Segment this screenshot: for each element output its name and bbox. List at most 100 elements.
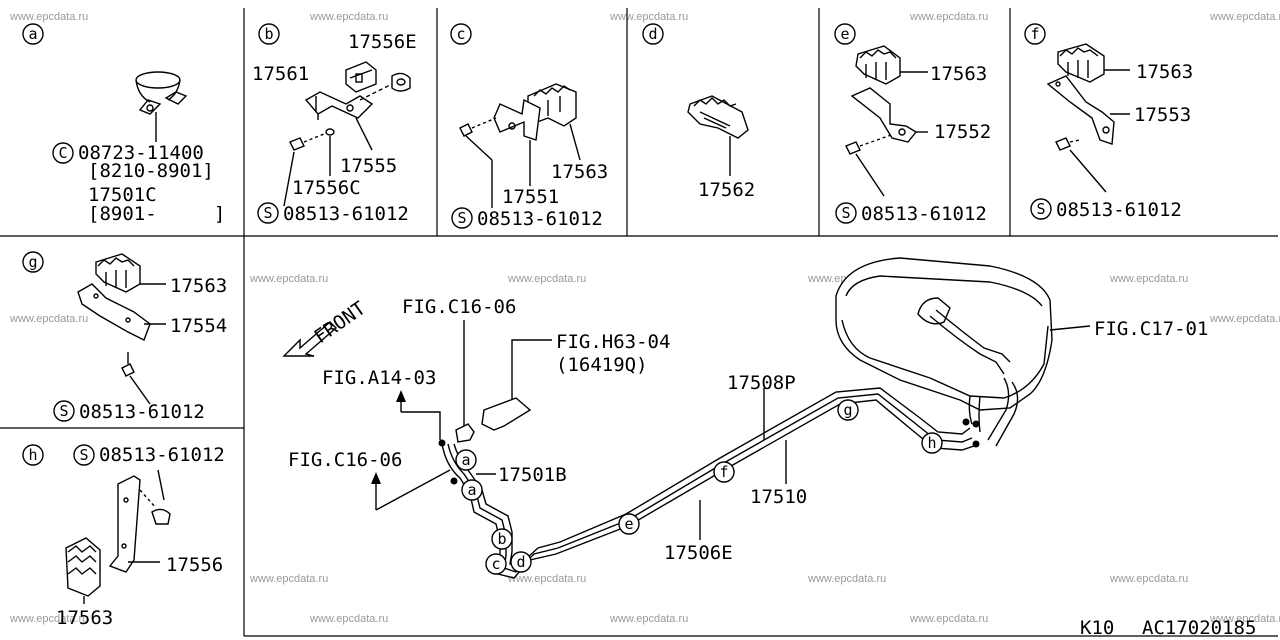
panel-d-label: d	[648, 25, 657, 43]
part-number: 17508P	[727, 372, 796, 394]
panel-f-label: f	[1030, 25, 1039, 43]
panel-frame	[0, 8, 1278, 637]
connection-point	[438, 439, 446, 447]
watermark: www.epcdata.ru	[309, 613, 388, 625]
bracket-clip-illustration	[65, 469, 171, 604]
part-number: 17561	[252, 63, 309, 85]
clip-illustration	[481, 397, 532, 431]
bracket-illustration	[283, 61, 411, 207]
screw-symbol: S	[59, 402, 68, 420]
watermark: www.epcdata.ru	[909, 613, 988, 625]
part-number: 17562	[698, 179, 755, 201]
part-number: 17501B	[498, 464, 567, 486]
panel-e: e 17563 17552 S 08513-61012	[834, 23, 991, 225]
clip-callout-h: h	[921, 432, 943, 454]
watermark: www.epcdata.ru	[507, 573, 586, 585]
part-number: 17510	[750, 486, 807, 508]
screw-symbol: S	[79, 446, 88, 464]
clip-callout-a: a	[461, 479, 483, 501]
panel-g-label: g	[28, 253, 37, 271]
fuel-tank-illustration	[835, 257, 1091, 448]
panel-a: a C 08723-11400 [8210-8901] 17501C [8901…	[22, 23, 225, 225]
arrow-up-icon	[396, 390, 441, 440]
part-number: 17552	[934, 121, 991, 143]
part-number: 17555	[340, 155, 397, 177]
clip-callout-b: b	[491, 528, 513, 550]
bracket-clip-illustration	[1046, 43, 1130, 193]
part-number: 17563	[1136, 61, 1193, 83]
figure-reference-subcode: (16419Q)	[556, 354, 648, 376]
watermark: www.epcdata.ru	[909, 11, 988, 23]
screw-part-code: 08513-61012	[1056, 199, 1182, 221]
panel-a-label: a	[28, 25, 37, 43]
clip-callout-f: f	[713, 461, 735, 483]
svg-text:e: e	[624, 515, 633, 533]
screw-symbol: S	[457, 209, 466, 227]
part-number: 17563	[930, 63, 987, 85]
svg-text:a: a	[467, 481, 476, 499]
svg-text:c: c	[491, 555, 500, 573]
panel-f: f 17563 17553 S 08513-61012	[1024, 23, 1193, 221]
hose-clip-illustration	[687, 95, 749, 176]
panel-c: c 17563 17551 S 08513-61012	[450, 23, 608, 230]
part-code: 17501C	[88, 184, 157, 206]
watermark: www.epcdata.ru	[1209, 613, 1280, 625]
watermark: www.epcdata.ru	[1109, 273, 1188, 285]
connection-point	[450, 477, 458, 485]
main-diagram: FRONT FIG.C16-06 FIG.H63-04 (16419Q) FIG…	[282, 257, 1208, 579]
panel-h: h S 08513-61012 17556 17563	[22, 444, 225, 629]
screw-part-code: 08513-61012	[99, 444, 225, 466]
screw-part-code: 08513-61012	[79, 401, 205, 423]
panel-e-label: e	[840, 25, 849, 43]
screw-part-code: 08513-61012	[477, 208, 603, 230]
screw-part-code: 08513-61012	[283, 203, 409, 225]
watermark: www.epcdata.ru	[1109, 573, 1188, 585]
figure-reference: FIG.C17-01	[1094, 318, 1208, 340]
screw-part-code: 08513-61012	[861, 203, 987, 225]
bracket-clip-illustration	[77, 253, 166, 405]
panel-g: g 17563 17554 S 08513-61012	[22, 251, 227, 423]
screw-symbol: S	[1036, 200, 1045, 218]
part-number: 17563	[56, 607, 113, 629]
front-label: FRONT	[310, 297, 369, 348]
bracket-clip-illustration	[459, 83, 581, 208]
watermark: www.epcdata.ru	[609, 11, 688, 23]
clip-callout-g: g	[837, 399, 859, 421]
watermark: www.epcdata.ru	[249, 273, 328, 285]
watermark: www.epcdata.ru	[249, 573, 328, 585]
hose-clamp-illustration	[135, 71, 188, 142]
svg-text:a: a	[461, 451, 470, 469]
svg-text:d: d	[516, 553, 525, 571]
date-range: [8901- ]	[88, 203, 225, 225]
part-number: 17556E	[348, 31, 417, 53]
part-number: 17506E	[664, 542, 733, 564]
watermark: www.epcdata.ru	[309, 11, 388, 23]
panel-d: d 17562	[642, 23, 755, 201]
watermark: www.epcdata.ru	[9, 11, 88, 23]
clip-symbol: C	[58, 144, 67, 162]
front-arrow-icon: FRONT	[282, 297, 370, 357]
figure-reference: FIG.C16-06	[402, 296, 516, 318]
screw-symbol: S	[263, 204, 272, 222]
svg-text:f: f	[719, 463, 728, 481]
part-number: 17556	[166, 554, 223, 576]
part-number: 17563	[170, 275, 227, 297]
watermark: www.epcdata.ru	[507, 273, 586, 285]
diagram-id: AC17020185	[1142, 617, 1256, 639]
clip-callout-d: d	[510, 551, 532, 573]
watermark: www.epcdata.ru	[9, 613, 88, 625]
part-number: 17551	[502, 186, 559, 208]
clip-callout-a: a	[455, 449, 477, 471]
svg-text:h: h	[927, 434, 936, 452]
watermark: www.epcdata.ru	[807, 573, 886, 585]
clip-callout-e: e	[618, 513, 640, 535]
clip-callout-c: c	[485, 553, 507, 575]
svg-text:g: g	[843, 401, 852, 419]
watermark: www.epcdata.ru	[1209, 11, 1280, 23]
part-number: 17554	[170, 315, 227, 337]
part-number: 17556C	[292, 177, 361, 199]
watermark: www.epcdata.ru	[9, 313, 88, 325]
figure-reference: FIG.C16-06	[288, 449, 402, 471]
arrow-up-icon	[371, 469, 451, 511]
